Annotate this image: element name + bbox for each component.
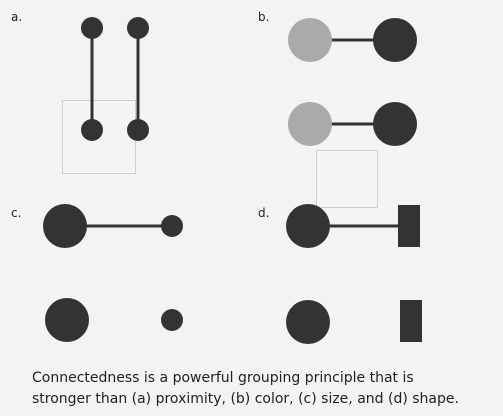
panel-c-large-circle-bottom (45, 298, 89, 342)
panel-label-c: c. (11, 206, 22, 220)
panel-d-shape (286, 204, 422, 344)
panel-c-size (43, 204, 183, 342)
panel-d-circle-bottom (286, 300, 330, 344)
panel-b-color (288, 18, 417, 146)
bleed-frame-right (316, 150, 378, 208)
panel-label-a: a. (11, 10, 23, 24)
caption-line-2: stronger than (a) proximity, (b) color, … (32, 391, 459, 407)
panel-c-small-circle-top (161, 215, 183, 237)
panel-b-circle-gray-bottom (288, 102, 332, 146)
panel-a-dot-top-right (127, 17, 149, 39)
panel-a-dot-top-left (81, 17, 103, 39)
panel-a-dot-bottom-left (81, 119, 103, 141)
panel-c-small-circle-bottom (161, 309, 183, 331)
panel-d-circle-top (286, 204, 330, 248)
panel-label-b: b. (258, 10, 270, 24)
panel-b-circle-dark-top (373, 18, 417, 62)
panel-b-circle-gray-top (288, 18, 332, 62)
panel-label-d: d. (258, 206, 270, 220)
panel-a-proximity (81, 17, 149, 141)
panel-c-large-circle-top (43, 204, 87, 248)
caption-line-1: Connectedness is a powerful grouping pri… (32, 370, 414, 386)
panel-d-rectangle-bottom (400, 300, 422, 342)
panel-b-circle-dark-bottom (373, 102, 417, 146)
panel-d-rectangle-top (398, 205, 420, 247)
figure-caption: Connectedness is a powerful grouping pri… (32, 368, 472, 410)
panel-a-dot-bottom-right (127, 119, 149, 141)
